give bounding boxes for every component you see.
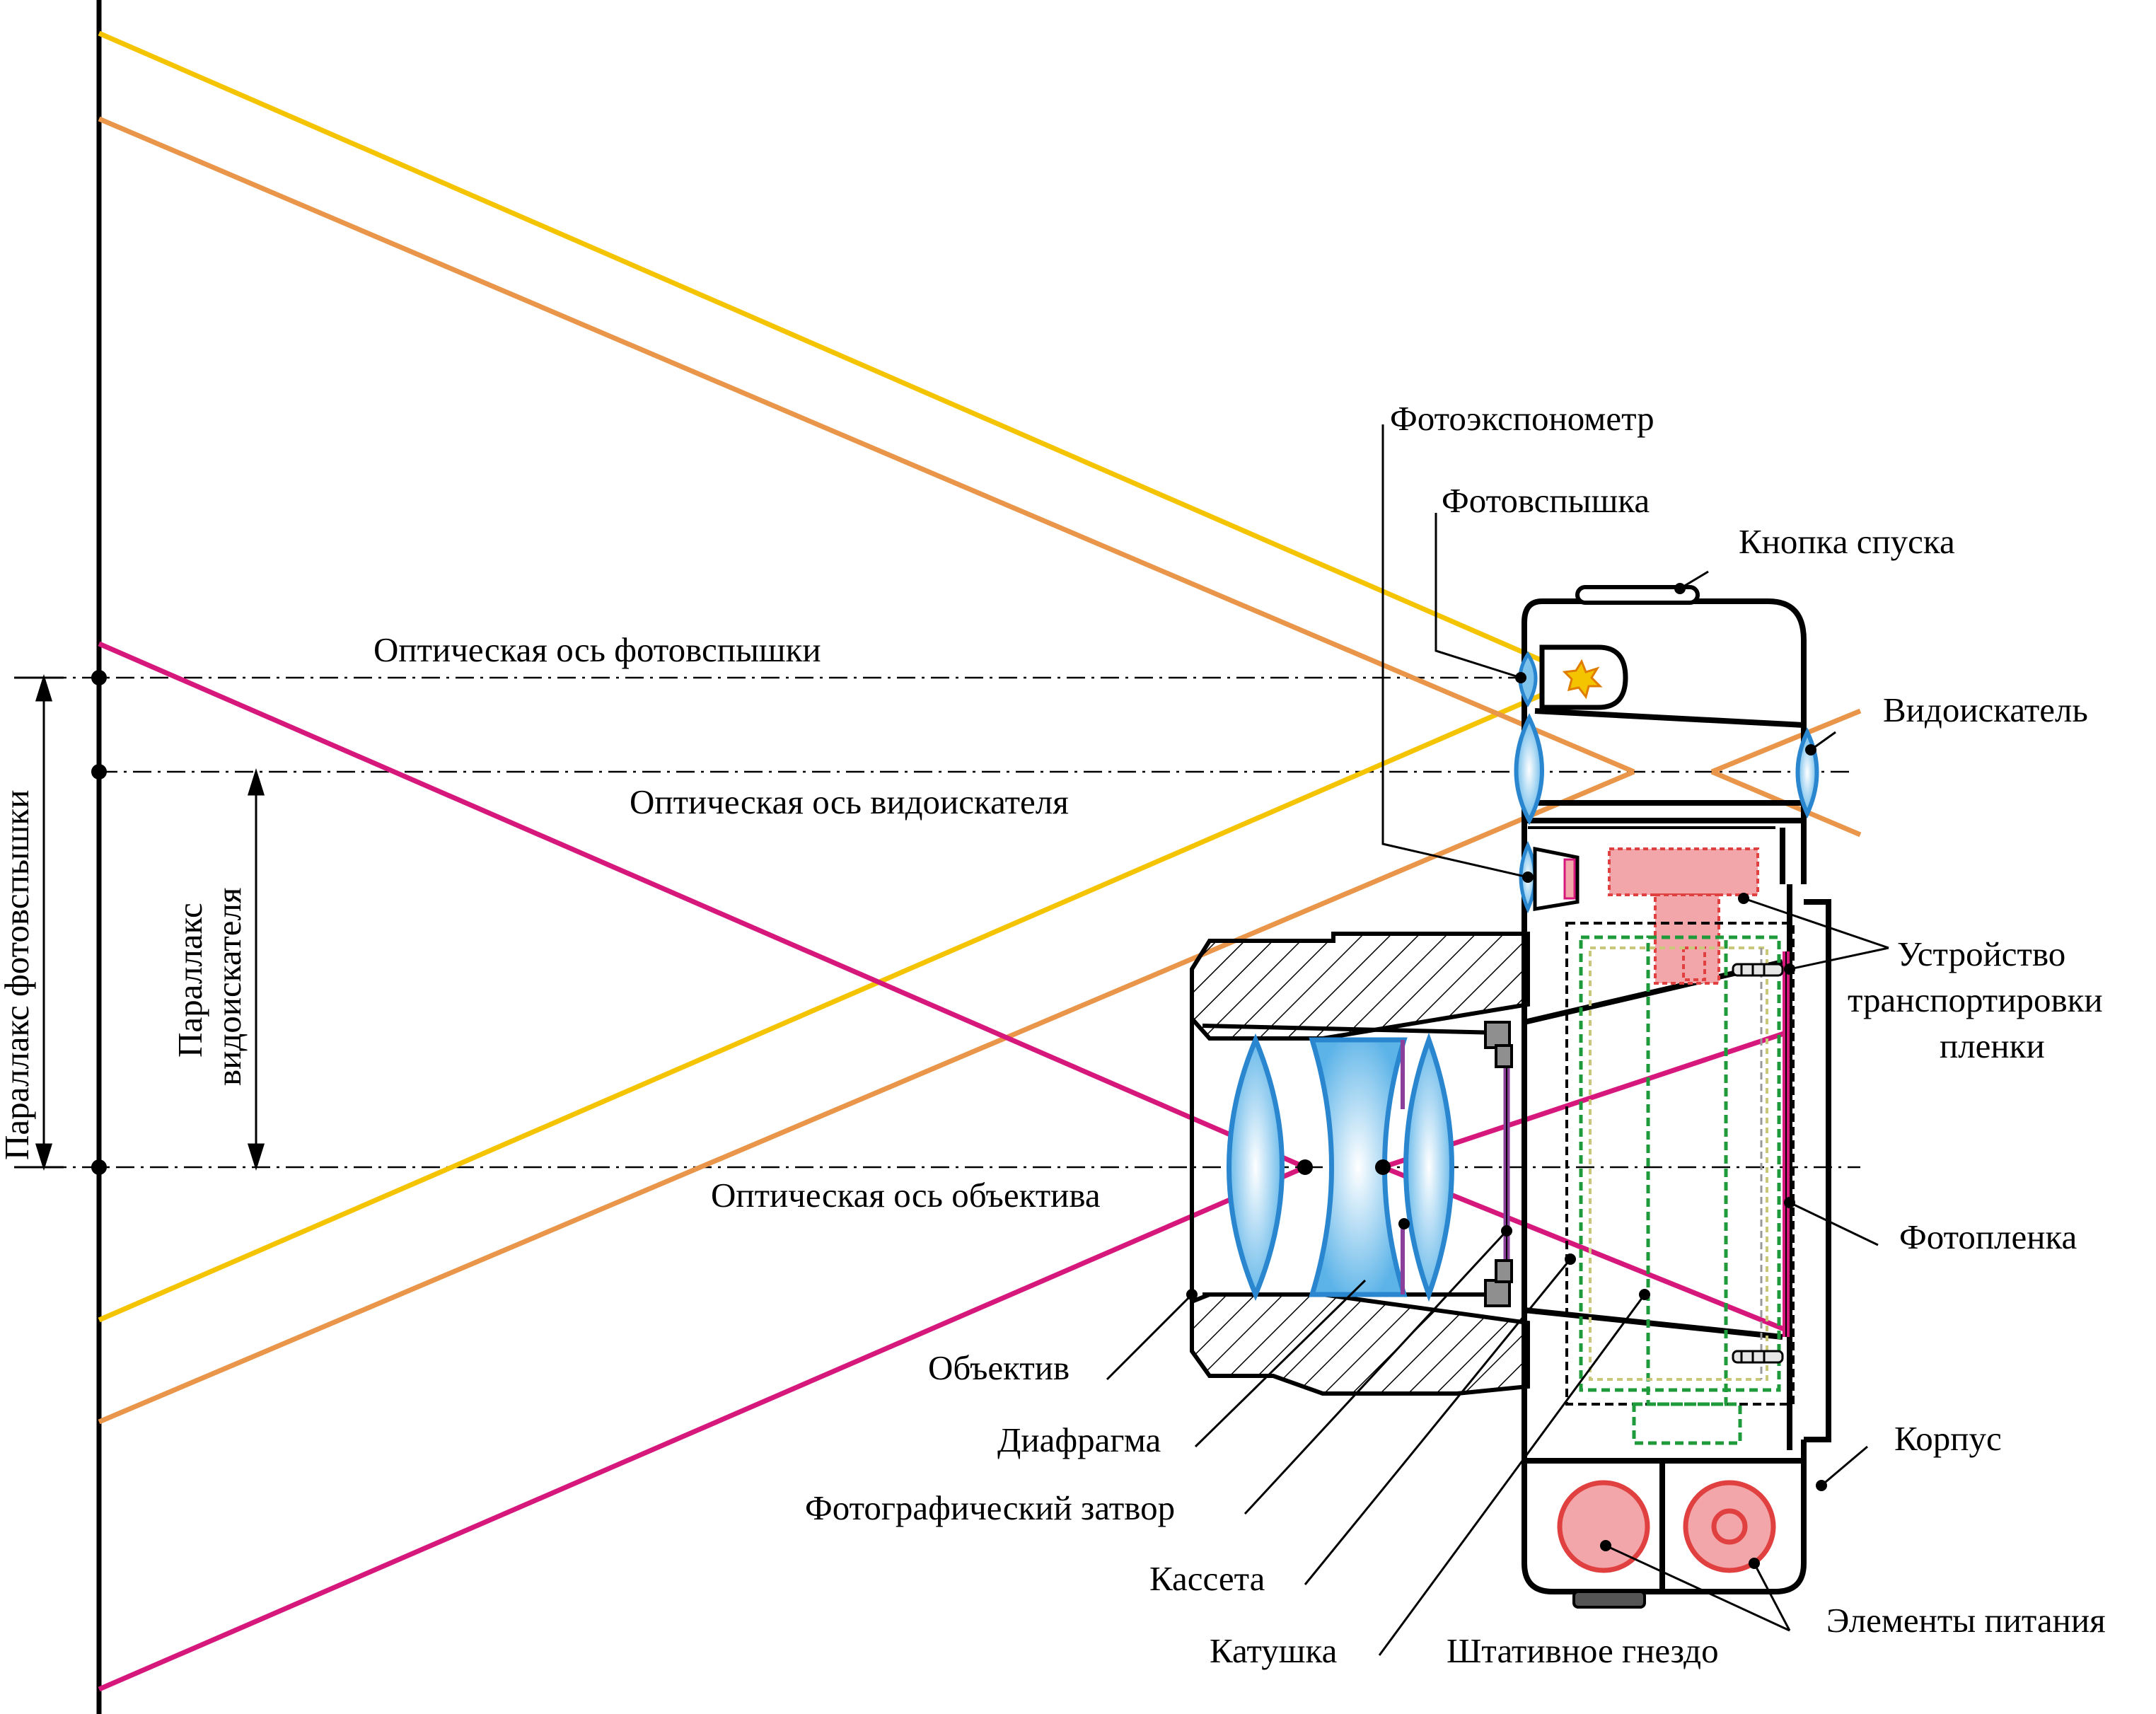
shutter-release-button — [1575, 585, 1700, 605]
flash-parallax-arrow — [14, 673, 64, 1171]
label-light-meter: Фотоэкспонометр — [1390, 399, 1654, 438]
light-meter — [1519, 840, 1580, 914]
optical-axes — [14, 676, 1860, 1169]
label-spool: Катушка — [1210, 1631, 1338, 1670]
label-aperture: Диафрагма — [997, 1420, 1161, 1459]
label-batteries: Элементы питания — [1826, 1601, 2106, 1640]
flash-window-icon — [1518, 651, 1538, 707]
viewfinder-rays — [98, 116, 1862, 1425]
leader-dots — [1186, 583, 1827, 1569]
flash-rays — [98, 30, 1583, 1323]
leader-lines — [1106, 424, 1889, 1656]
label-flash: Фотовспышка — [1442, 481, 1650, 520]
flash-lamp-icon — [1562, 659, 1603, 700]
label-film: Фотопленка — [1899, 1217, 2077, 1256]
sprocket-rollers — [1732, 963, 1784, 1364]
label-body: Корпус — [1894, 1419, 2002, 1458]
label-viewfinder-axis: Оптическая ось видоискателя — [630, 782, 1069, 821]
film-transport-device — [1608, 847, 1759, 985]
label-film-transport-3: пленки — [1940, 1026, 2045, 1065]
label-shutter-button: Кнопка спуска — [1739, 522, 1955, 561]
tripod-socket — [1572, 1590, 1646, 1609]
battery-left-icon — [1557, 1480, 1650, 1573]
shutter — [1484, 1021, 1513, 1307]
labels: Фотоэкспонометр Фотовспышка Кнопка спуск… — [0, 399, 2106, 1670]
axis-points — [91, 670, 107, 1175]
label-flash-parallax: Параллакс фотовспышки — [0, 790, 36, 1160]
viewfinder-eyepiece-lens — [1795, 727, 1819, 819]
cassette — [1565, 922, 1795, 1445]
battery-right-icon — [1683, 1480, 1776, 1573]
viewfinder-parallax-arrow — [247, 768, 265, 1171]
viewfinder-front-lens — [1514, 713, 1544, 826]
label-viewfinder: Видоискатель — [1883, 690, 2088, 729]
label-lens: Объектив — [928, 1348, 1070, 1387]
label-shutter: Фотографический затвор — [805, 1488, 1175, 1527]
label-lens-axis: Оптическая ось объектива — [711, 1176, 1101, 1215]
front-lens — [1227, 1033, 1285, 1302]
rear-lens — [1403, 1032, 1454, 1302]
label-flash-axis: Оптическая ось фотовспышки — [373, 630, 821, 669]
label-tripod-socket: Штативное гнездо — [1447, 1631, 1719, 1670]
label-film-transport-1: Устройство — [1897, 934, 2065, 973]
label-viewfinder-parallax-2: видоискателя — [209, 888, 248, 1086]
label-cassette: Кассета — [1149, 1559, 1265, 1598]
batteries — [1557, 1480, 1776, 1573]
lens-elements — [1227, 1032, 1454, 1302]
label-film-transport-2: транспортировки — [1848, 980, 2103, 1019]
label-viewfinder-parallax-1: Параллакс — [170, 903, 209, 1058]
